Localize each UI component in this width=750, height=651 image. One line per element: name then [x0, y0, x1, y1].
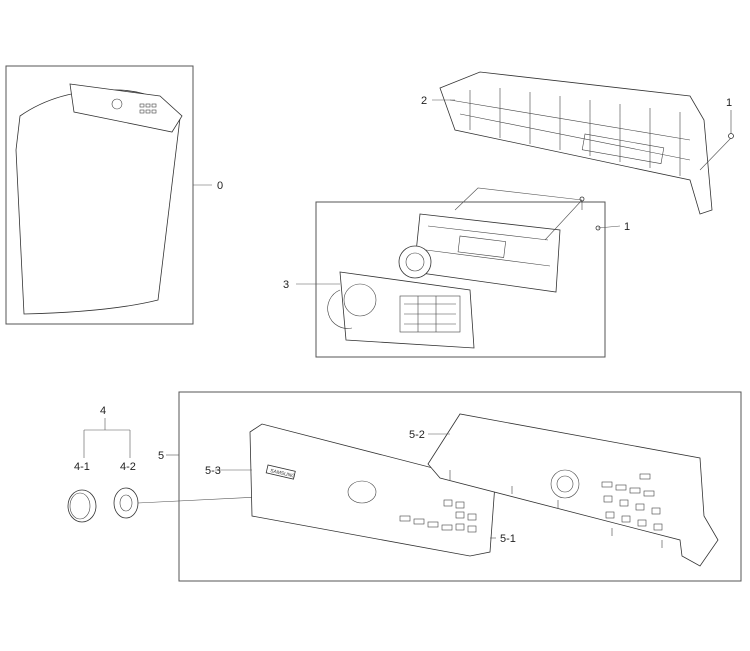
brand-plate: SAMSUNG	[270, 468, 296, 480]
callout-1b: 1	[624, 221, 630, 233]
assembly-box-0	[5, 65, 194, 325]
screw	[579, 196, 601, 231]
control-panel-frame	[439, 71, 713, 215]
assembly-box-5	[178, 391, 742, 582]
callout-3: 3	[283, 279, 289, 291]
screw	[728, 110, 734, 139]
assembly-box-3	[315, 201, 606, 358]
knob-base	[113, 487, 139, 519]
control-panel-housing	[427, 413, 719, 567]
leader-line-1b	[454, 187, 621, 241]
callout-5-1: 5-1	[500, 533, 516, 545]
callout-2: 2	[421, 95, 427, 107]
callout-4-1: 4-1	[74, 461, 90, 473]
callout-1a: 1	[726, 97, 732, 109]
callout-4: 4	[100, 405, 106, 417]
control-overlay-panel: SAMSUNG	[249, 423, 496, 557]
callout-5-2: 5-2	[409, 429, 425, 441]
washer-cabinet	[15, 83, 183, 315]
knob-cap	[67, 489, 97, 523]
callout-5-3: 5-3	[205, 465, 221, 477]
callout-5: 5	[158, 450, 164, 462]
callout-4-2: 4-2	[120, 461, 136, 473]
callout-0: 0	[217, 180, 223, 192]
pcb-assembly	[327, 213, 561, 349]
leader-line-1a	[699, 137, 732, 171]
